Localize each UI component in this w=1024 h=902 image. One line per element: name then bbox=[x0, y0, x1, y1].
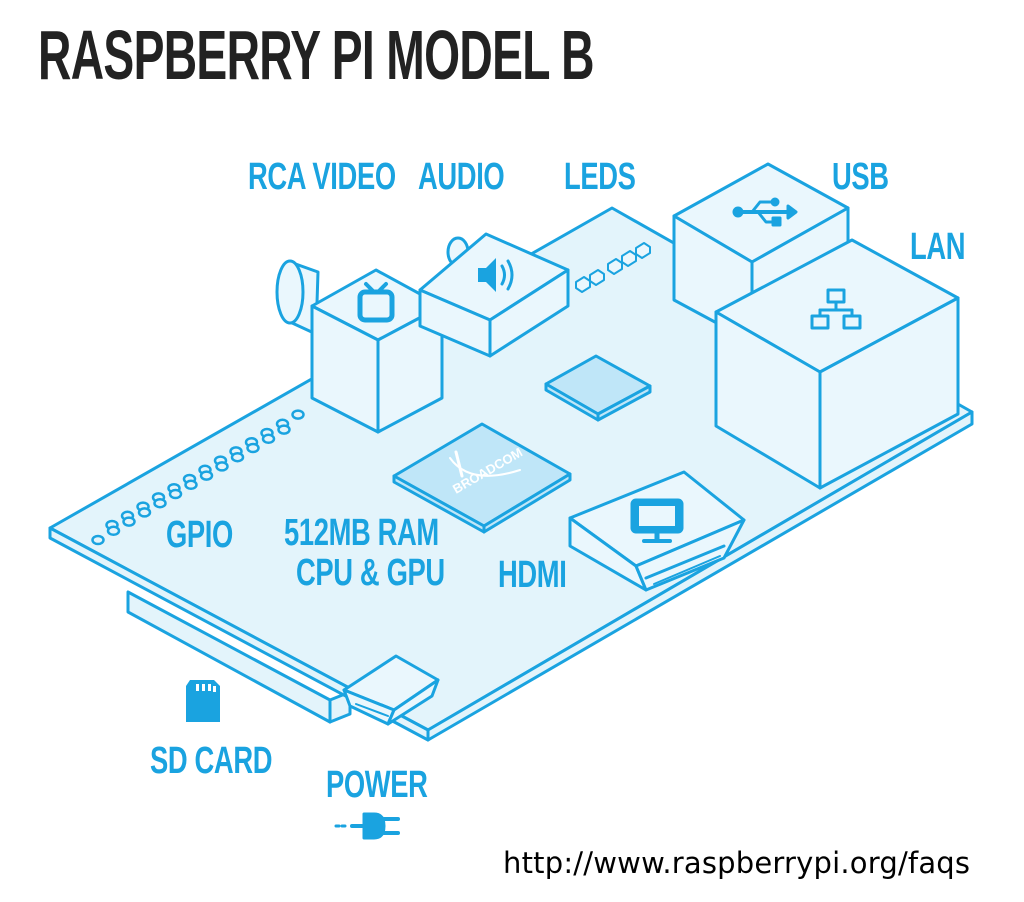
page-title: RASPBERRY PI MODEL B bbox=[38, 16, 595, 94]
label-hdmi: HDMI bbox=[498, 554, 567, 596]
audio-connector bbox=[418, 232, 570, 358]
status-leds bbox=[575, 242, 651, 293]
gpio-pin bbox=[246, 442, 260, 454]
label-power: POWER bbox=[326, 764, 428, 806]
power-plug-icon bbox=[334, 812, 400, 840]
led bbox=[621, 250, 637, 267]
speaker-icon bbox=[478, 258, 496, 292]
gpio-pin bbox=[122, 516, 136, 527]
gpio-pin bbox=[184, 479, 198, 491]
gpio-pin bbox=[230, 451, 245, 463]
label-rca-video: RCA VIDEO bbox=[248, 156, 396, 198]
network-icon bbox=[810, 288, 862, 330]
label-sd-card: SD CARD bbox=[150, 740, 273, 782]
hdmi-port bbox=[568, 470, 746, 592]
sd-card-icon bbox=[186, 680, 220, 722]
power-connector bbox=[342, 654, 440, 726]
gpio-pin bbox=[277, 424, 291, 435]
broadcom-soc bbox=[392, 422, 572, 534]
label-audio: AUDIO bbox=[418, 156, 505, 198]
label-cpu-gpu: CPU & GPU bbox=[296, 552, 445, 594]
label-ram: 512MB RAM bbox=[284, 512, 439, 554]
led bbox=[575, 276, 591, 293]
gpio-pins bbox=[91, 409, 305, 546]
usb-icon bbox=[732, 197, 798, 227]
led bbox=[607, 258, 623, 275]
monitor-icon bbox=[630, 498, 684, 543]
small-chip bbox=[544, 354, 652, 422]
led bbox=[589, 269, 605, 286]
gpio-pin bbox=[91, 534, 105, 546]
lan-port bbox=[714, 238, 960, 490]
gpio-pin bbox=[215, 461, 229, 472]
gpio-pin bbox=[168, 488, 183, 500]
label-lan: LAN bbox=[910, 226, 966, 268]
gpio-pin bbox=[291, 409, 305, 420]
label-leds: LEDS bbox=[564, 156, 636, 198]
gpio-pin bbox=[137, 507, 152, 518]
label-usb: USB bbox=[832, 156, 889, 198]
rca-video-connector bbox=[275, 259, 444, 434]
gpio-pin bbox=[261, 433, 276, 445]
footer-url: http://www.raspberrypi.org/faqs bbox=[503, 846, 971, 880]
label-gpio: GPIO bbox=[166, 514, 233, 556]
gpio-pin bbox=[153, 497, 167, 509]
gpio-pin bbox=[106, 525, 121, 537]
gpio-pin bbox=[199, 470, 214, 481]
tv-icon bbox=[357, 282, 395, 323]
led bbox=[635, 242, 651, 259]
